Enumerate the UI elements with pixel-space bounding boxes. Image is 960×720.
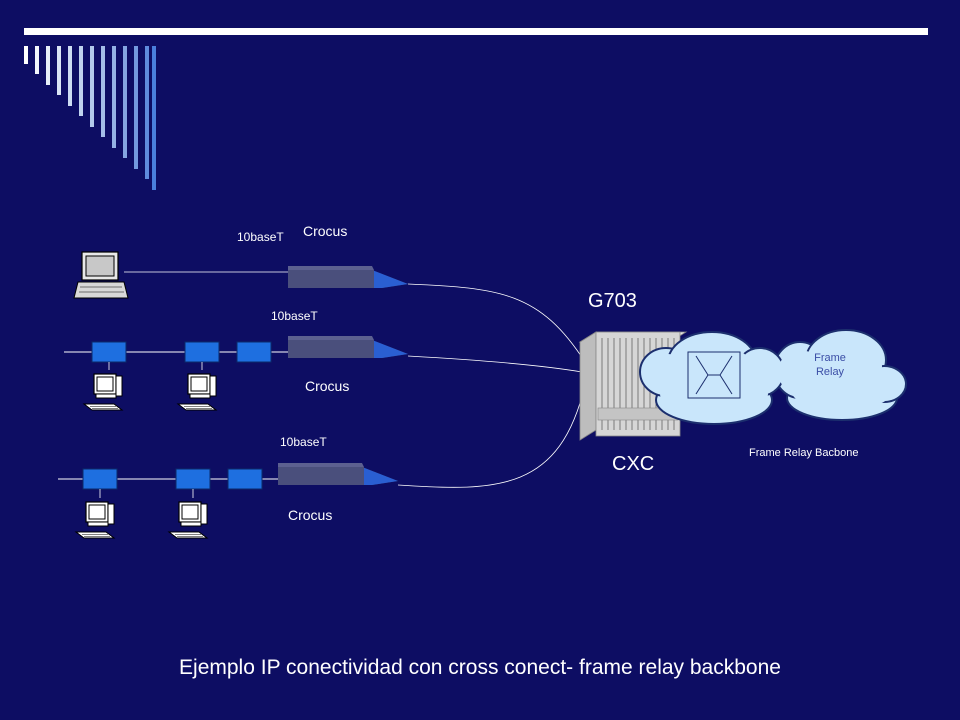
- pc-icon: [83, 373, 123, 411]
- pc-icon: [177, 373, 217, 411]
- serial-line-bottom: [397, 384, 586, 488]
- link-label-mid: 10baseT: [271, 309, 318, 323]
- hub-box: [184, 341, 220, 363]
- frame-relay-label-line1: Frame: [814, 352, 846, 364]
- crocus-label-bottom: Crocus: [288, 507, 333, 523]
- hub-box: [236, 341, 272, 363]
- hub-box: [82, 468, 118, 490]
- serial-line-mid: [407, 355, 583, 373]
- cross-connect-switch-icon: [687, 351, 741, 399]
- hub-box: [175, 468, 211, 490]
- laptop-icon: [73, 251, 129, 299]
- backbone-label: Frame Relay Bacbone: [749, 447, 859, 459]
- decorative-bars: [24, 46, 156, 190]
- crocus-modem-bottom: [278, 463, 398, 485]
- hub-box: [227, 468, 263, 490]
- cxc-label: CXC: [612, 453, 655, 475]
- crocus-label-top: Crocus: [303, 223, 348, 239]
- pc-icon: [168, 501, 208, 539]
- hub-box: [91, 341, 127, 363]
- frame-relay-label-line2: Relay: [815, 366, 845, 378]
- serial-line-top: [407, 283, 586, 363]
- frame-relay-cloud-label: Frame Relay: [800, 351, 860, 379]
- pc-icon: [75, 501, 115, 539]
- g703-label: G703: [588, 290, 637, 312]
- frame-relay-cloud: [639, 329, 907, 425]
- crocus-label-mid: Crocus: [305, 378, 350, 394]
- link-label-bottom: 10baseT: [280, 435, 327, 449]
- crocus-modem-top: [288, 266, 408, 288]
- diagram-caption: Ejemplo IP conectividad con cross conect…: [179, 656, 781, 679]
- title-bar: [24, 28, 928, 35]
- link-label-top: 10baseT: [237, 230, 284, 244]
- crocus-modem-mid: [288, 336, 408, 358]
